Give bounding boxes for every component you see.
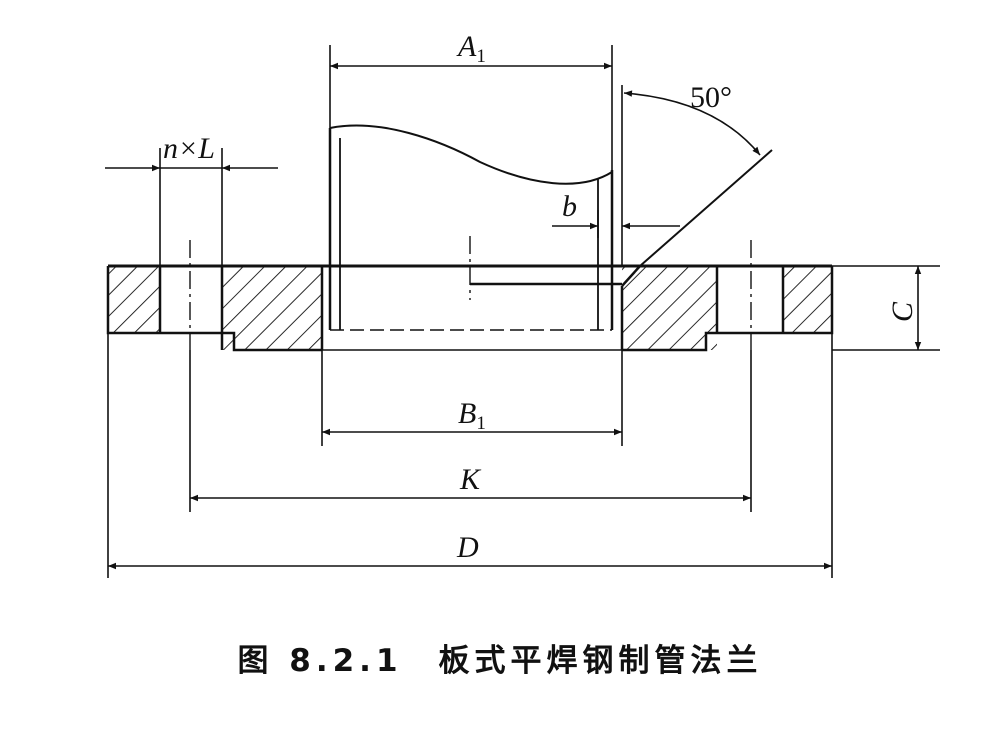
- flange-section-right: [622, 266, 832, 350]
- flange-section-left: [108, 266, 322, 350]
- label-C: C: [886, 301, 919, 322]
- dimension-lines: [105, 62, 922, 570]
- label-B1: B1: [458, 397, 486, 434]
- pipe-break-line: [329, 124, 613, 185]
- extension-lines: [107, 45, 940, 578]
- label-angle: 50°: [690, 81, 732, 114]
- label-nxL: n×L: [163, 132, 215, 165]
- dim-angle-arc: [623, 90, 761, 156]
- flange-outline: [106, 264, 834, 352]
- label-K: K: [459, 463, 482, 496]
- label-b: b: [562, 190, 577, 223]
- bolt-hole-centerlines: [189, 240, 752, 350]
- label-A1: A1: [456, 30, 486, 67]
- figure-caption: 图 8.2.1 板式平焊钢制管法兰: [237, 643, 763, 679]
- pipe: [328, 124, 641, 331]
- label-D: D: [456, 531, 479, 564]
